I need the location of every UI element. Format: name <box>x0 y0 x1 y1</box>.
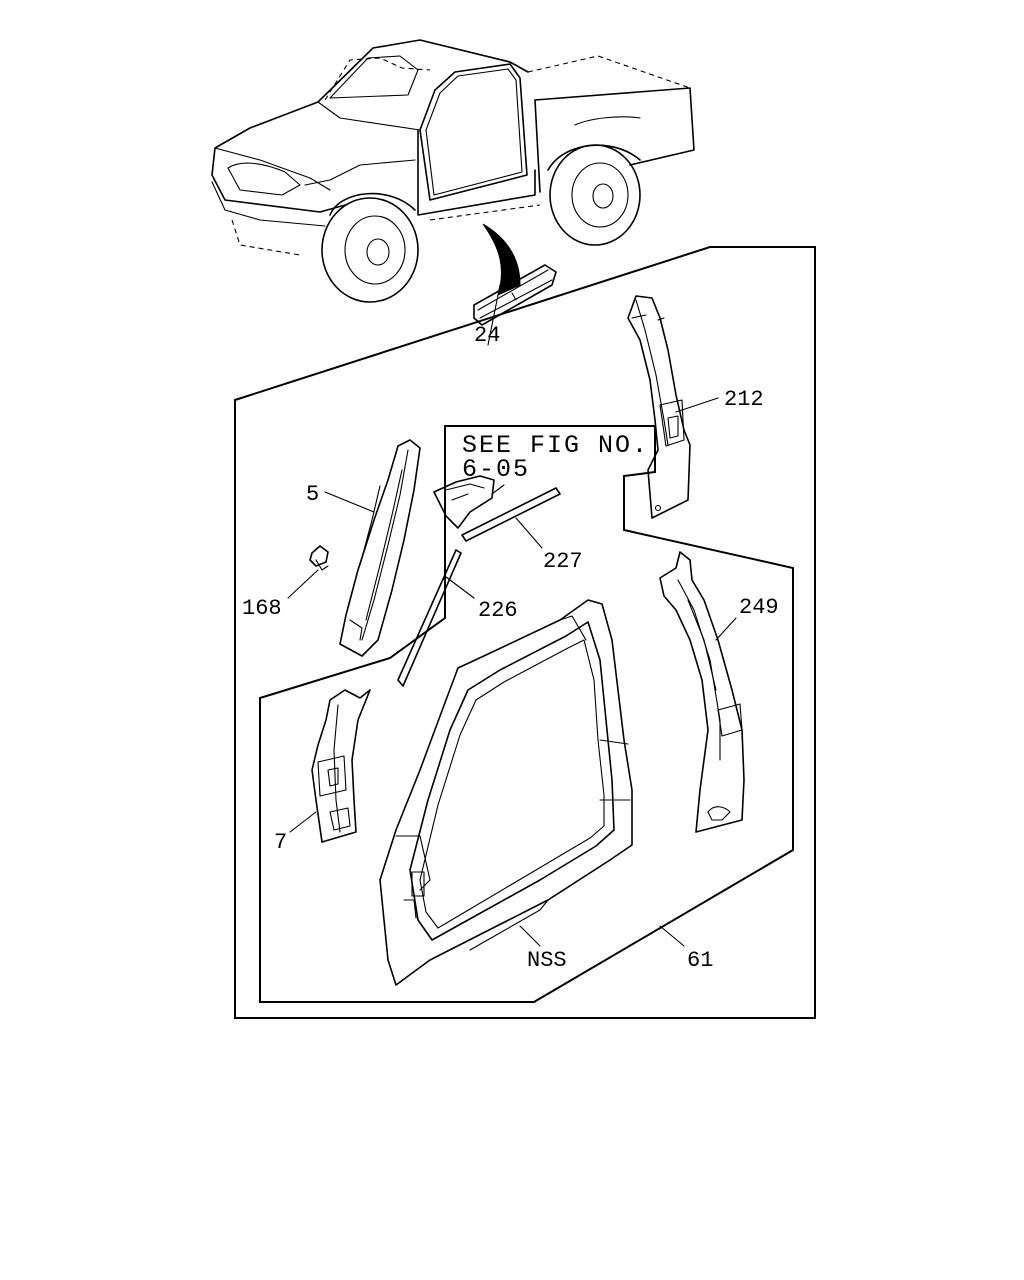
reference-note-line2: 6-05 <box>462 455 530 484</box>
part-168-bolt <box>287 545 329 599</box>
truck-overview-illustration <box>211 39 695 303</box>
callout-212: 212 <box>724 387 764 412</box>
part-24-roof-rail <box>473 264 557 326</box>
callout-24: 24 <box>474 323 500 348</box>
callout-227: 227 <box>543 549 583 574</box>
callout-226: 226 <box>478 598 518 623</box>
part-see-fig-6-05-bracket <box>433 475 505 529</box>
callout-7: 7 <box>274 830 287 855</box>
part-5-front-pillar <box>339 439 421 657</box>
callout-249: 249 <box>739 595 779 620</box>
part-212-rear-pillar-upper <box>627 295 691 519</box>
callout-61: 61 <box>687 948 713 973</box>
callout-nss: NSS <box>527 948 567 973</box>
part-227-weatherstrip <box>461 487 561 549</box>
part-nss-side-panel <box>379 599 685 986</box>
part-249-rear-pillar <box>659 551 745 833</box>
diagram-outer-frame <box>234 246 816 1019</box>
reference-note-line1: SEE FIG NO. <box>462 431 649 460</box>
callout-5: 5 <box>306 482 319 507</box>
callout-168: 168 <box>242 596 282 621</box>
part-7-front-pillar-lower <box>289 689 371 843</box>
part-226-weatherstrip <box>397 549 475 687</box>
diagram-inner-frame <box>259 425 794 1003</box>
leader-lines <box>324 284 719 513</box>
